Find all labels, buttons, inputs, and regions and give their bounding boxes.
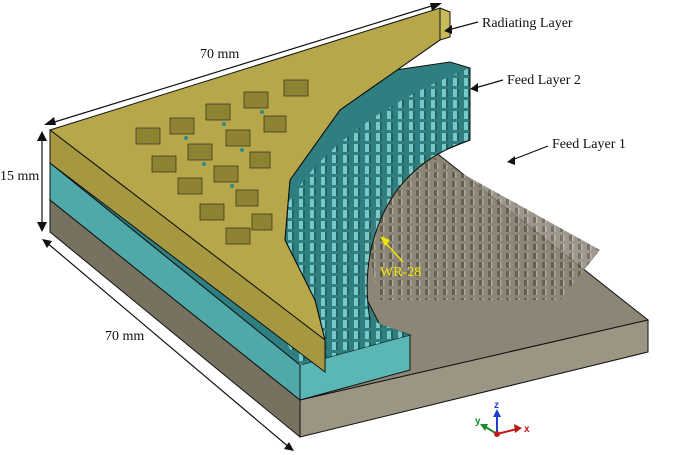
height-dimension: 15 mm — [0, 131, 47, 232]
y-axis-label: y — [475, 416, 481, 427]
feed-layer-2-label: Feed Layer 2 — [507, 73, 581, 88]
top-width-label: 70 mm — [200, 47, 239, 62]
side-width-label: 70 mm — [105, 329, 144, 344]
top-width-dimension: 70 mm — [44, 3, 442, 125]
horn-element-array — [135, 79, 309, 245]
radiating-layer-label: Radiating Layer — [482, 16, 573, 31]
z-axis-label: z — [494, 400, 499, 411]
radiating-layer-slab — [48, 7, 451, 374]
radiating-layer-callout: Radiating Layer — [444, 16, 573, 34]
feed-layer-1-label: Feed Layer 1 — [552, 137, 626, 152]
axis-triad: z x y — [475, 400, 530, 437]
height-label: 15 mm — [0, 169, 39, 184]
x-axis-label: x — [524, 424, 530, 435]
side-width-dimension: 70 mm — [42, 239, 294, 451]
wr28-label: WR-28 — [380, 265, 421, 280]
feed-layer-2-callout: Feed Layer 2 — [470, 73, 581, 92]
feed-layer-1-callout: Feed Layer 1 — [507, 137, 626, 165]
wr28-annotation: WR-28 — [380, 236, 421, 280]
